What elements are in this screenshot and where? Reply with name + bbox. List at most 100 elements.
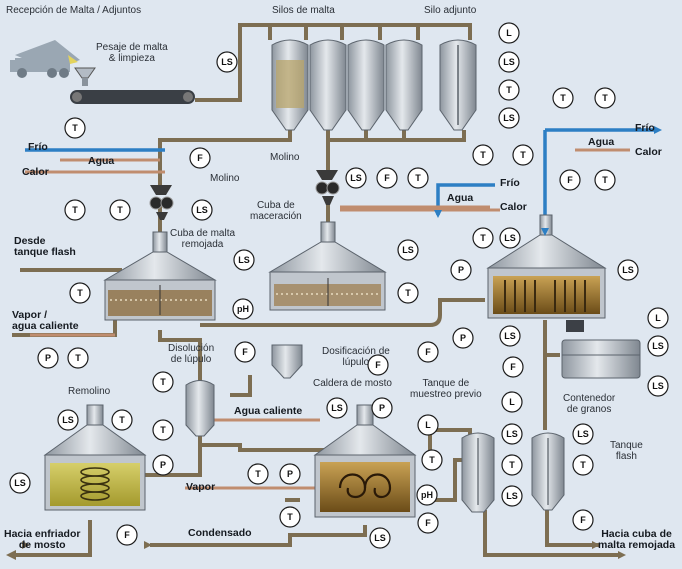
truck-icon: [10, 40, 80, 78]
instrument-f-text: F: [242, 347, 248, 357]
instrument-t-bubble: [69, 282, 91, 304]
instrument-t-bubble: [152, 371, 174, 393]
instrument-t-text: T: [287, 512, 293, 522]
instrument-f-bubble: [116, 524, 138, 546]
conveyor-belt: [70, 90, 195, 104]
process-pipes: [12, 23, 620, 557]
instrument-p-bubble: [452, 327, 474, 349]
label-dosificacion-lupulo: Dosificación de lúpulo: [322, 346, 390, 368]
label-agua-caliente: Agua caliente: [234, 405, 303, 417]
instrument-ls-bubble: [345, 167, 367, 189]
instrument-ls-text: LS: [331, 403, 343, 413]
pre-sampling-tank: [461, 432, 495, 513]
instrument-t-text: T: [415, 173, 421, 183]
label-recepcion: Recepción de Malta / Adjuntos: [6, 5, 142, 16]
wort-kettle: [313, 404, 417, 518]
label-calor-1: Calor: [22, 166, 49, 178]
instrument-ls-text: LS: [506, 429, 518, 439]
instrument-t-bubble: [247, 463, 269, 485]
instrument-ls-bubble: [233, 249, 255, 271]
instrument-t-text: T: [77, 288, 83, 298]
instrument-ls-text: LS: [350, 173, 362, 183]
instrument-f-bubble: [572, 509, 594, 531]
instrument-ls-bubble: [617, 259, 639, 281]
instrument-t-bubble: [109, 199, 131, 221]
instrument-l-bubble: [647, 307, 669, 329]
label-frio-2: Frío: [500, 177, 520, 189]
instrument-l-bubble: [417, 414, 439, 436]
instrument-t-text: T: [602, 175, 608, 185]
mill-1: [149, 185, 174, 220]
instrument-f-text: F: [510, 362, 516, 372]
label-tanque-flash: Tanque flash: [610, 440, 643, 462]
instrument-ls-bubble: [499, 325, 521, 347]
instrument-t-bubble: [498, 79, 520, 101]
label-caldera-mosto: Caldera de mosto: [313, 378, 392, 389]
label-pesaje: Pesaje de malta & limpieza: [96, 42, 168, 64]
flow-arrows: [6, 541, 626, 560]
instrument-ph-text: pH: [237, 304, 249, 314]
instrument-f-bubble: [376, 167, 398, 189]
instrument-p-text: P: [160, 460, 166, 470]
whirlpool-tank: [43, 404, 147, 511]
instrument-ls-bubble: [647, 375, 669, 397]
hop-dosing-hopper: [271, 344, 303, 379]
instrument-ls-bubble: [369, 527, 391, 549]
instrument-f-bubble: [417, 512, 439, 534]
instrument-p-text: P: [458, 265, 464, 275]
instrument-p-text: P: [287, 469, 293, 479]
instrument-t-bubble: [279, 506, 301, 528]
soaked-malt-tun: [103, 231, 217, 321]
label-calor-2: Calor: [500, 201, 527, 213]
label-cuba-maceracion: Cuba de maceración: [250, 200, 302, 222]
instrument-ls-bubble: [501, 423, 523, 445]
label-agua-2: Agua: [447, 192, 474, 204]
instrument-t-bubble: [594, 169, 616, 191]
instrument-ls-text: LS: [504, 331, 516, 341]
instrument-p-bubble: [279, 463, 301, 485]
instrument-l-text: L: [655, 313, 661, 323]
hop-dissolving-tank: [185, 380, 215, 437]
instrument-ls-text: LS: [503, 57, 515, 67]
instrument-ls-bubble: [57, 409, 79, 431]
instrument-ls-text: LS: [62, 415, 74, 425]
instrument-l-text: L: [506, 28, 512, 38]
instrument-t-bubble: [501, 454, 523, 476]
instrument-t-text: T: [405, 288, 411, 298]
grain-container: [561, 339, 641, 379]
label-contenedor-granos: Contenedor de granos: [563, 393, 616, 415]
instrument-p-bubble: [152, 454, 174, 476]
instrument-ls-text: LS: [374, 533, 386, 543]
label-hacia-enfriador: Hacia enfriador de mosto: [4, 528, 81, 551]
instrument-ph-bubble: [416, 484, 438, 506]
instrument-t-bubble: [552, 87, 574, 109]
instrument-ls-bubble: [326, 397, 348, 419]
instrument-ls-text: LS: [402, 245, 414, 255]
instrument-ls-text: LS: [238, 255, 250, 265]
instrument-ls-text: LS: [577, 429, 589, 439]
instrument-f-bubble: [189, 147, 211, 169]
label-molino-2: Molino: [270, 152, 300, 163]
instrument-t-text: T: [480, 150, 486, 160]
instrument-ls-text: LS: [14, 478, 26, 488]
label-tanque-muestreo: Tanque de muestreo previo: [410, 378, 482, 400]
instrument-t-text: T: [520, 150, 526, 160]
instrument-ls-bubble: [647, 335, 669, 357]
instrument-f-text: F: [580, 515, 586, 525]
instrument-t-text: T: [72, 123, 78, 133]
label-cuba-malta-remojada: Cuba de malta remojada: [170, 228, 236, 250]
instrument-t-bubble: [572, 454, 594, 476]
instrument-ls-bubble: [191, 199, 213, 221]
label-desde-tanque-flash: Desde tanque flash: [14, 235, 76, 258]
instrument-p-bubble: [450, 259, 472, 281]
label-agua-3: Agua: [588, 136, 615, 148]
instrument-f-bubble: [502, 356, 524, 378]
instrument-t-bubble: [472, 227, 494, 249]
instrument-f-bubble: [367, 354, 389, 376]
instrument-t-text: T: [580, 460, 586, 470]
instrument-f-bubble: [559, 169, 581, 191]
label-silo-adjunto: Silo adjunto: [424, 5, 477, 16]
instrument-p-text: P: [45, 353, 51, 363]
